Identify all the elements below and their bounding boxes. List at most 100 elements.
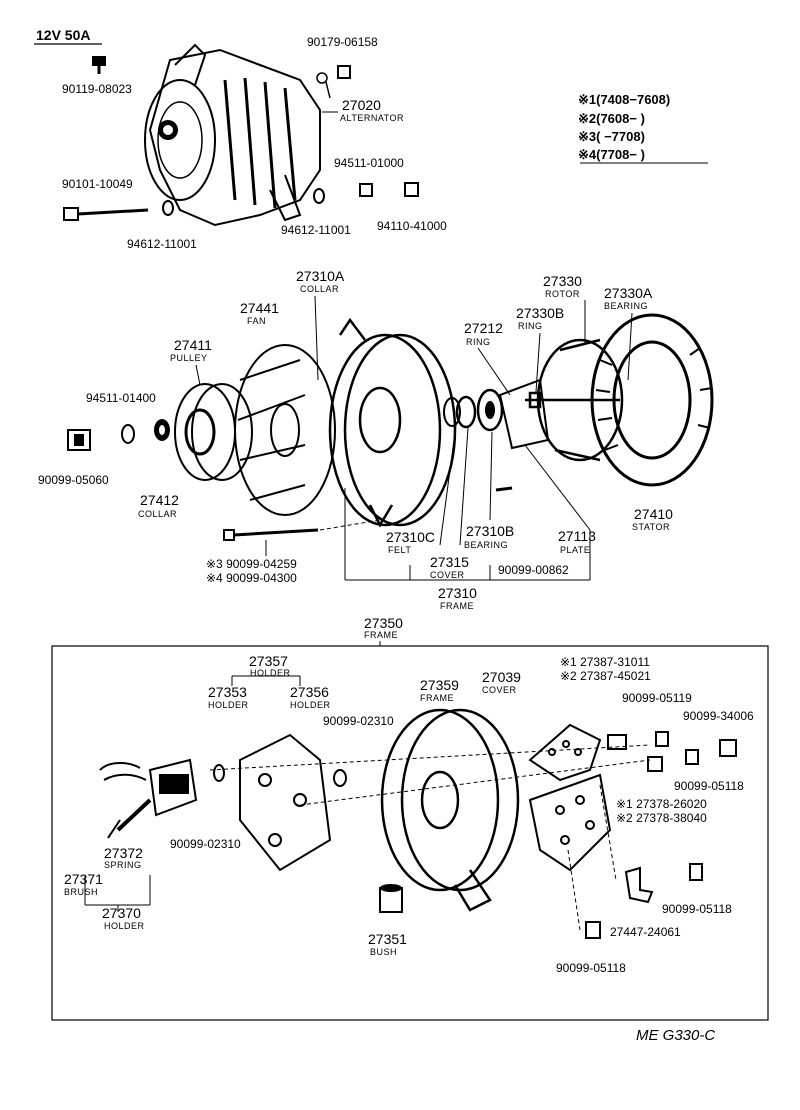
bush-90099-05118-d: [585, 921, 601, 939]
label-27371-name: BRUSH: [64, 887, 98, 897]
label-27315: 27315: [430, 554, 469, 570]
frame-27310-bracket: [344, 424, 591, 581]
label-27441-name: FAN: [247, 316, 266, 326]
fan-27441: [234, 344, 336, 516]
label-27359: 27359: [420, 677, 459, 693]
collar-27412: [154, 419, 170, 441]
label-90099-00862: 90099-00862: [498, 563, 569, 577]
drive-frame: [328, 317, 457, 528]
label-27351-name: BUSH: [370, 947, 397, 957]
label-90099-05118-b: 90099-05118: [662, 902, 732, 916]
label-27351: 27351: [368, 931, 407, 947]
legend-line-4: ※4(7708− ): [578, 147, 645, 162]
label-90179-06158: 90179-06158: [307, 35, 378, 49]
bush-27387: [607, 734, 627, 750]
label-90099-05119: 90099-05119: [622, 691, 692, 705]
label-90099-05118-c: 90099-05118: [556, 961, 626, 975]
washer-94612-11001-left: [162, 200, 174, 216]
label-27310a: 27310A: [296, 268, 345, 284]
legend-line-1: ※1(7408−7608): [578, 92, 670, 107]
label-27372-name: SPRING: [104, 860, 142, 870]
rear-frame-27359: [380, 708, 520, 912]
label-27310: 27310: [438, 585, 477, 601]
label-27387-45021: ※2 27387-45021: [560, 669, 651, 683]
label-27356-name: HOLDER: [290, 700, 331, 710]
label-27350: 27350: [364, 615, 403, 631]
spec-title: 12V 50A: [36, 27, 90, 43]
washer-90099-02310-right: [333, 769, 347, 787]
bush-90099-05119: [655, 731, 669, 747]
label-27412-name: COLLAR: [138, 509, 177, 519]
label-27310a-name: COLLAR: [300, 284, 339, 294]
washer-94511-01400: [121, 424, 135, 444]
holder-27357-bracket: [231, 675, 301, 686]
label-90101-10049: 90101-10049: [62, 177, 133, 191]
label-27356: 27356: [290, 684, 329, 700]
bottom-dashed-guides: [209, 744, 651, 931]
label-94612-11001-right: 94612-11001: [281, 223, 351, 237]
drawing-code: ME G330-C: [636, 1027, 715, 1044]
bolt-90099-04259: [223, 528, 319, 541]
label-27359-name: FRAME: [420, 693, 454, 703]
label-27315-name: COVER: [430, 570, 465, 580]
label-27039-name: COVER: [482, 685, 517, 695]
holder-plate-27353: [239, 733, 332, 872]
label-94612-11001-left: 94612-11001: [127, 237, 197, 251]
label-94511-01400: 94511-01400: [86, 391, 156, 405]
nut-90179-06158: [316, 65, 351, 99]
label-27353-name: HOLDER: [208, 700, 249, 710]
label-27310c-name: FELT: [388, 545, 411, 555]
bush-90099-05118-b: [689, 863, 703, 881]
washer-90099-02310-left: [213, 764, 225, 782]
rotor-27330: [525, 338, 624, 462]
nut-94110-41000: [404, 182, 419, 197]
label-27310c: 27310C: [386, 529, 435, 545]
bush-90099-34006: [719, 739, 737, 757]
screw-90099-00862: [495, 486, 513, 492]
bush-90099-05118-a: [647, 756, 663, 772]
label-94110-41000: 94110-41000: [377, 219, 447, 233]
label-90119-08023: 90119-08023: [62, 82, 132, 96]
label-27330: 27330: [543, 273, 582, 289]
label-27020: 27020: [342, 97, 381, 113]
year-legend: ※1(7408−7608) ※2(7608− ) ※3( −7708) ※4(7…: [578, 92, 708, 164]
label-27378-26020: ※1 27378-26020: [616, 797, 707, 811]
label-27330b: 27330B: [516, 305, 564, 321]
label-27310b: 27310B: [466, 523, 514, 539]
label-27039: 27039: [482, 669, 521, 685]
label-27330a: 27330A: [604, 285, 653, 301]
label-27350-name: FRAME: [364, 630, 398, 640]
label-27411-name: PULLEY: [170, 353, 208, 363]
label-27330-name: ROTOR: [545, 289, 580, 299]
label-90099-05060: 90099-05060: [38, 473, 109, 487]
label-27372: 27372: [104, 845, 143, 861]
label-90099-34006: 90099-34006: [683, 709, 754, 723]
label-27212: 27212: [464, 320, 503, 336]
legend-line-3: ※3( −7708): [578, 129, 645, 144]
label-27212-name: RING: [466, 337, 491, 347]
bearing-27310b: [476, 388, 504, 432]
label-27370: 27370: [102, 905, 141, 921]
bolt-90119-08023: [92, 56, 106, 74]
label-90099-02310-left: 90099-02310: [170, 837, 241, 851]
stator-27410: [590, 313, 714, 487]
holder-27370-bracket: [84, 875, 151, 912]
legend-line-2: ※2(7608− ): [578, 111, 645, 126]
frame-27350-box: [51, 645, 769, 1021]
label-90099-02310-right: 90099-02310: [323, 714, 394, 728]
label-27330b-name: RING: [518, 321, 543, 331]
label-27410-name: STATOR: [632, 522, 670, 532]
brush-holder-assembly: [99, 758, 198, 839]
bush-90099-05118-c: [685, 749, 699, 765]
cover-27039: [528, 723, 602, 782]
label-27310-name: FRAME: [440, 601, 474, 611]
label-27411: 27411: [174, 337, 212, 353]
rectifier-27378: [528, 773, 612, 872]
label-27371: 27371: [64, 871, 103, 887]
washer-94612-11001-right: [313, 188, 325, 204]
nut-90099-05060: [67, 429, 91, 451]
label-27441: 27441: [240, 300, 279, 316]
label-27310b-name: BEARING: [464, 540, 508, 550]
label-27387-31011: ※1 27387-31011: [560, 655, 650, 669]
